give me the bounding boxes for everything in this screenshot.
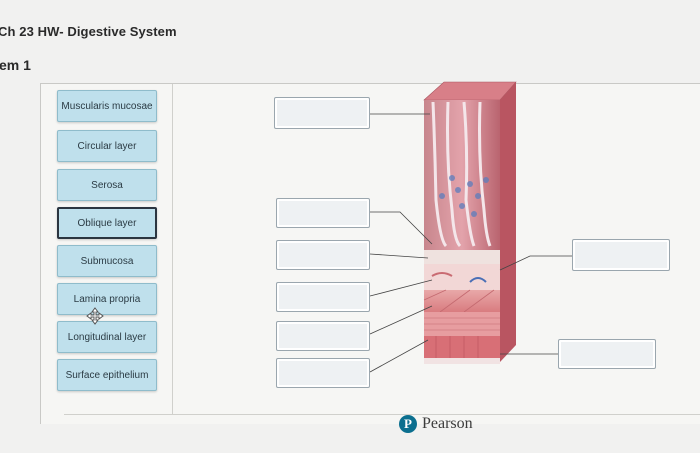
label-chip-circular-layer[interactable]: Circular layer	[57, 130, 157, 162]
pearson-wordmark: Pearson	[422, 415, 473, 432]
label-chip-surface-epithelium[interactable]: Surface epithelium	[57, 359, 157, 391]
drop-zone-4[interactable]	[276, 282, 370, 312]
label-chip-submucosa[interactable]: Submucosa	[57, 245, 157, 277]
drop-zone-2[interactable]	[276, 198, 370, 228]
pearson-logo-icon: P	[399, 415, 417, 433]
label-chip-serosa[interactable]: Serosa	[57, 169, 157, 201]
drop-zone-5[interactable]	[276, 321, 370, 351]
label-chip-lamina-propria[interactable]: Lamina propria	[57, 283, 157, 315]
drop-zone-3[interactable]	[276, 240, 370, 270]
drop-zone-7[interactable]	[572, 239, 670, 271]
item-number-label: em 1	[0, 57, 31, 73]
pearson-brand: P Pearson	[399, 415, 473, 433]
drop-zone-1[interactable]	[274, 97, 370, 129]
page-title: Ch 23 HW- Digestive System	[0, 24, 177, 39]
panel-bottom-rule	[64, 414, 700, 415]
label-bank-divider	[172, 84, 173, 414]
label-chip-longitudinal-layer[interactable]: Longitudinal layer	[57, 321, 157, 353]
label-chip-oblique-layer[interactable]: Oblique layer	[57, 207, 157, 239]
drop-zone-6[interactable]	[276, 358, 370, 388]
drop-zone-8[interactable]	[558, 339, 656, 369]
move-cursor-icon	[86, 307, 104, 325]
label-chip-muscularis-mucosae[interactable]: Muscularis mucosae	[57, 90, 157, 122]
